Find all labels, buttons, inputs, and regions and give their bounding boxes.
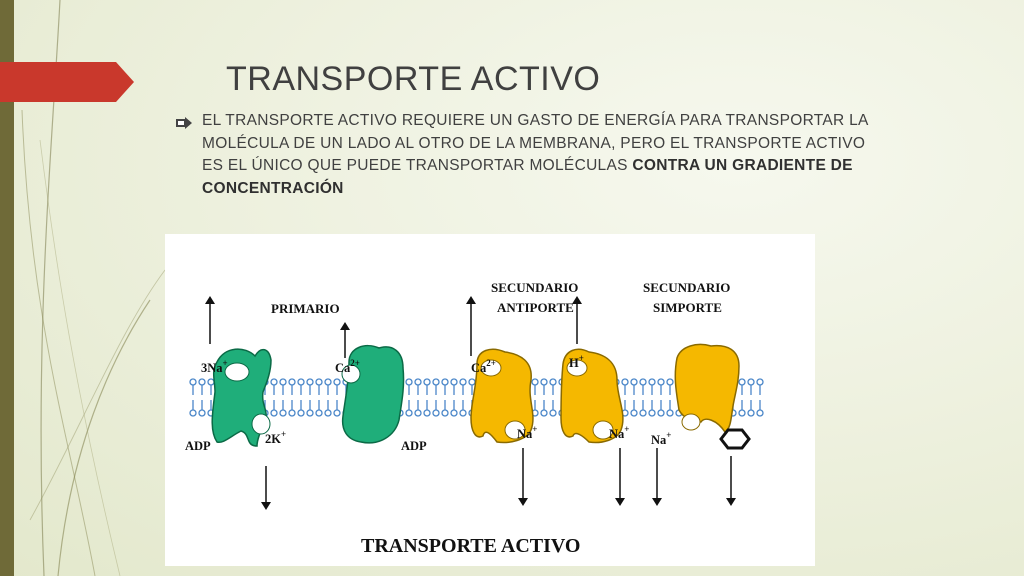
slide-title: TRANSPORTE ACTIVO — [226, 60, 601, 98]
header-primario: PRIMARIO — [271, 301, 340, 316]
diagram-caption: TRANSPORTE ACTIVO — [361, 535, 581, 557]
label-ca-antiporte: Ca2+ — [471, 358, 496, 375]
label-adp-2: ADP — [401, 439, 427, 453]
transport-diagram: PRIMARIO SECUNDARIO ANTIPORTE SECUNDARIO… — [165, 234, 815, 566]
header-secundario-simporte: SECUNDARIO — [643, 280, 730, 295]
label-ca-primario: Ca2+ — [335, 358, 360, 375]
label-adp-1: ADP — [185, 439, 211, 453]
left-sidebar-bar — [0, 0, 14, 576]
header-antiporte: ANTIPORTE — [497, 300, 574, 315]
label-na-1: Na+ — [517, 424, 537, 441]
potassium-binding-site — [251, 413, 271, 435]
symporter-yellow — [674, 343, 740, 434]
label-3na: 3Na+ — [201, 358, 228, 375]
h-binding-site — [566, 359, 588, 377]
label-na-2: Na+ — [609, 424, 629, 441]
decorative-lines — [21, 0, 166, 576]
header-simporte: SIMPORTE — [653, 300, 722, 315]
label-2k: 2K+ — [265, 429, 286, 446]
bullet-arrow-icon — [176, 117, 192, 129]
label-h: H+ — [569, 353, 584, 370]
bullet-text-bold: CONTRA UN GRADIENTE DE CONCENTRACIÓN — [202, 157, 853, 197]
na-binding-site-symporter — [681, 413, 701, 431]
title-accent-tab — [0, 62, 134, 102]
bullet-text-plain: EL TRANSPORTE ACTIVO REQUIERE UN GASTO D… — [202, 112, 868, 174]
label-na-3: Na+ — [651, 430, 671, 447]
sodium-binding-site — [224, 362, 250, 382]
ca-binding-site-antiporter — [480, 359, 502, 377]
header-secundario-antiporte: SECUNDARIO — [491, 280, 578, 295]
calcium-binding-site — [341, 364, 361, 384]
na-binding-site-2 — [592, 420, 614, 440]
glucose-hexagon-icon — [719, 428, 751, 450]
bullet-text: EL TRANSPORTE ACTIVO REQUIERE UN GASTO D… — [202, 110, 882, 200]
diagram-svg: PRIMARIO SECUNDARIO ANTIPORTE SECUNDARIO… — [185, 280, 764, 557]
na-binding-site-antiporter — [504, 420, 526, 440]
